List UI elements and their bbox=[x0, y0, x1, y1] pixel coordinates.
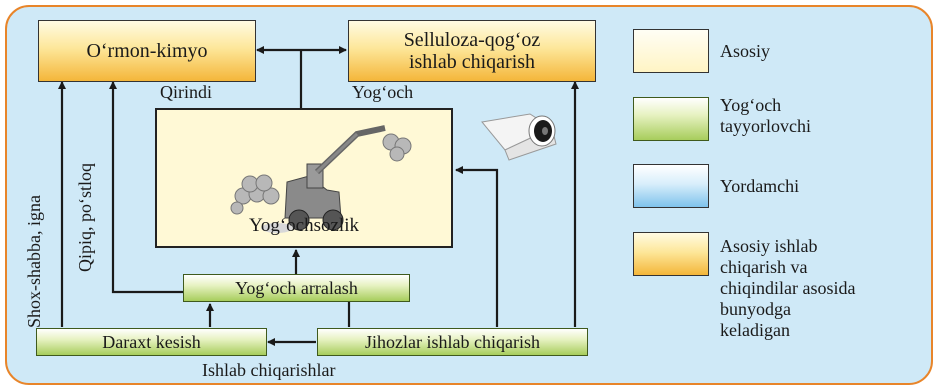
legend-yordamchi-line1: Yordamchi bbox=[720, 176, 800, 196]
legend-yogoch-line2: tayyorlovchi bbox=[720, 116, 811, 136]
legend-text-yordamchi: Yordamchi bbox=[720, 176, 799, 197]
label-qipiq: Qipiq, po‘stloq bbox=[75, 162, 95, 272]
box-main-label: Yog‘ochsozlik bbox=[249, 214, 359, 236]
box-daraxt-label: Daraxt kesish bbox=[102, 331, 201, 352]
arrow-jihozlar-main bbox=[455, 166, 499, 327]
box-selluloza-line2: ishlab chiqarish bbox=[408, 51, 536, 73]
box-arralash-label: Yog‘och arralash bbox=[235, 277, 358, 298]
box-ormon-kimyo-label: O‘rmon-kimyo bbox=[86, 39, 208, 62]
box-jihozlar-label: Jihozlar ishlab chiqarish bbox=[365, 331, 540, 352]
legend-swatch-yogoch bbox=[633, 97, 709, 141]
label-qirindi: Qirindi bbox=[160, 82, 212, 102]
box-main-center: Yog‘ochsozlik bbox=[155, 108, 453, 248]
legend-swatch-asosiy-ishlab bbox=[633, 232, 709, 276]
timber-loader-illustration bbox=[230, 125, 412, 233]
legend-gold-line5: keladigan bbox=[720, 320, 790, 340]
legend-gold-line4: bunyodga bbox=[720, 299, 791, 319]
box-ormon-kimyo: O‘rmon-kimyo bbox=[38, 20, 256, 82]
box-selluloza-line1: Selluloza-qog‘oz bbox=[403, 28, 541, 51]
label-yogoch: Yog‘och bbox=[352, 82, 414, 102]
paper-roll-icon bbox=[481, 113, 557, 161]
legend-asosiy-line1: Asosiy bbox=[720, 41, 771, 61]
box-jihozlar: Jihozlar ishlab chiqarish bbox=[317, 328, 588, 356]
box-arralash: Yog‘och arralash bbox=[183, 274, 410, 302]
legend-gold-line2: chiqarish va bbox=[720, 257, 808, 277]
box-daraxt: Daraxt kesish bbox=[36, 328, 267, 356]
legend-text-yogoch: Yog‘och tayyorlovchi bbox=[720, 95, 811, 137]
label-bottom: Ishlab chiqarishlar bbox=[202, 360, 336, 380]
legend-gold-line1: Asosiy ishlab bbox=[720, 236, 818, 256]
legend-gold-line3: chiqindilar asosida bbox=[720, 278, 856, 298]
label-shox: Shox-shabba, igna bbox=[24, 195, 44, 328]
legend-swatch-yordamchi bbox=[633, 164, 709, 208]
legend-text-asosiy: Asosiy bbox=[720, 41, 770, 62]
legend-text-asosiy-ishlab: Asosiy ishlab chiqarish va chiqindilar a… bbox=[720, 236, 855, 341]
legend-yogoch-line1: Yog‘och bbox=[720, 95, 782, 115]
box-selluloza: Selluloza-qog‘oz ishlab chiqarish bbox=[348, 20, 596, 82]
arrow-qipiq-up bbox=[109, 81, 183, 294]
legend-swatch-asosiy bbox=[633, 29, 709, 73]
